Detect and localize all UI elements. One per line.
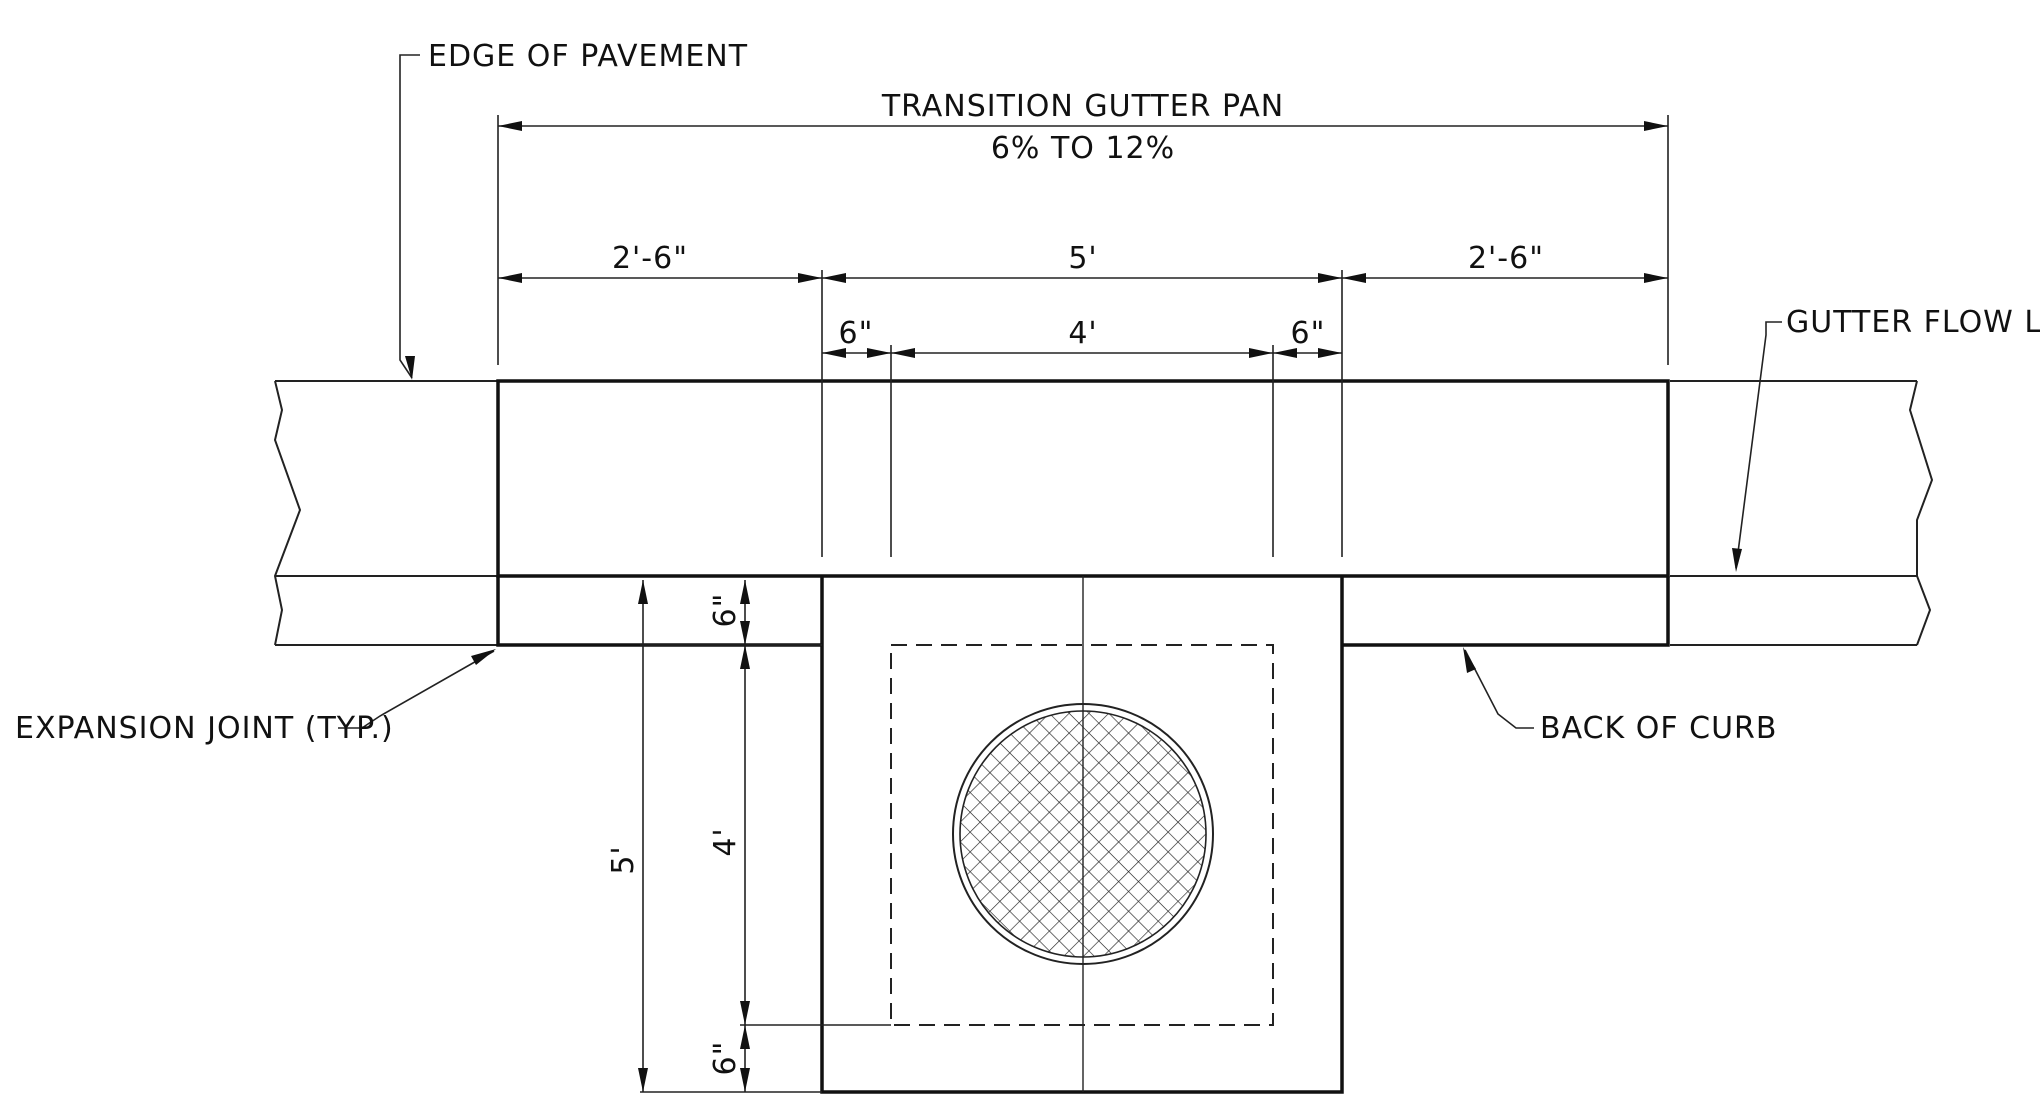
- dim-right-offset: 6": [1291, 316, 1326, 351]
- expansion-joint-label: EXPANSION JOINT (TYP.): [15, 711, 394, 746]
- dim-right-transition: 2'-6": [1468, 241, 1544, 276]
- dim-row-3: [822, 348, 1342, 358]
- dim-center-width: 5': [1068, 241, 1097, 276]
- dim-curb-offset-bottom: 6": [708, 1041, 743, 1076]
- pavement-right: [1670, 380, 1934, 646]
- dim-row-2: [498, 273, 1668, 283]
- extension-lines: [497, 115, 1669, 1093]
- dim-inner-vertical: [740, 580, 750, 1092]
- inlet-opening-outline: [890, 644, 1274, 1026]
- pavement-left: [273, 380, 498, 646]
- leader-gutter-flow-line: [1732, 321, 1782, 572]
- inlet-box: [820, 576, 1344, 1094]
- dim-curb-offset-top: 6": [708, 593, 743, 628]
- dim-inner-depth: 4': [708, 827, 743, 856]
- dim-box-depth-label: 5': [606, 845, 641, 874]
- gutter-flow-line-label: GUTTER FLOW LINE: [1786, 305, 2040, 340]
- transition-gutter-pan-label: TRANSITION GUTTER PAN: [881, 89, 1284, 124]
- slope-range-label: 6% TO 12%: [991, 131, 1175, 166]
- leader-back-of-curb: [1463, 647, 1534, 729]
- dim-box-depth: [638, 580, 648, 1092]
- dim-transition-gutter-pan: [498, 121, 1668, 131]
- leader-expansion-joint: [338, 649, 496, 729]
- edge-of-pavement-label: EDGE OF PAVEMENT: [428, 39, 748, 74]
- dim-left-offset: 6": [839, 316, 874, 351]
- leader-edge-of-pavement: [399, 54, 420, 380]
- back-of-curb-label: BACK OF CURB: [1540, 711, 1777, 746]
- dim-inner-width: 4': [1068, 316, 1097, 351]
- dim-left-transition: 2'-6": [612, 241, 688, 276]
